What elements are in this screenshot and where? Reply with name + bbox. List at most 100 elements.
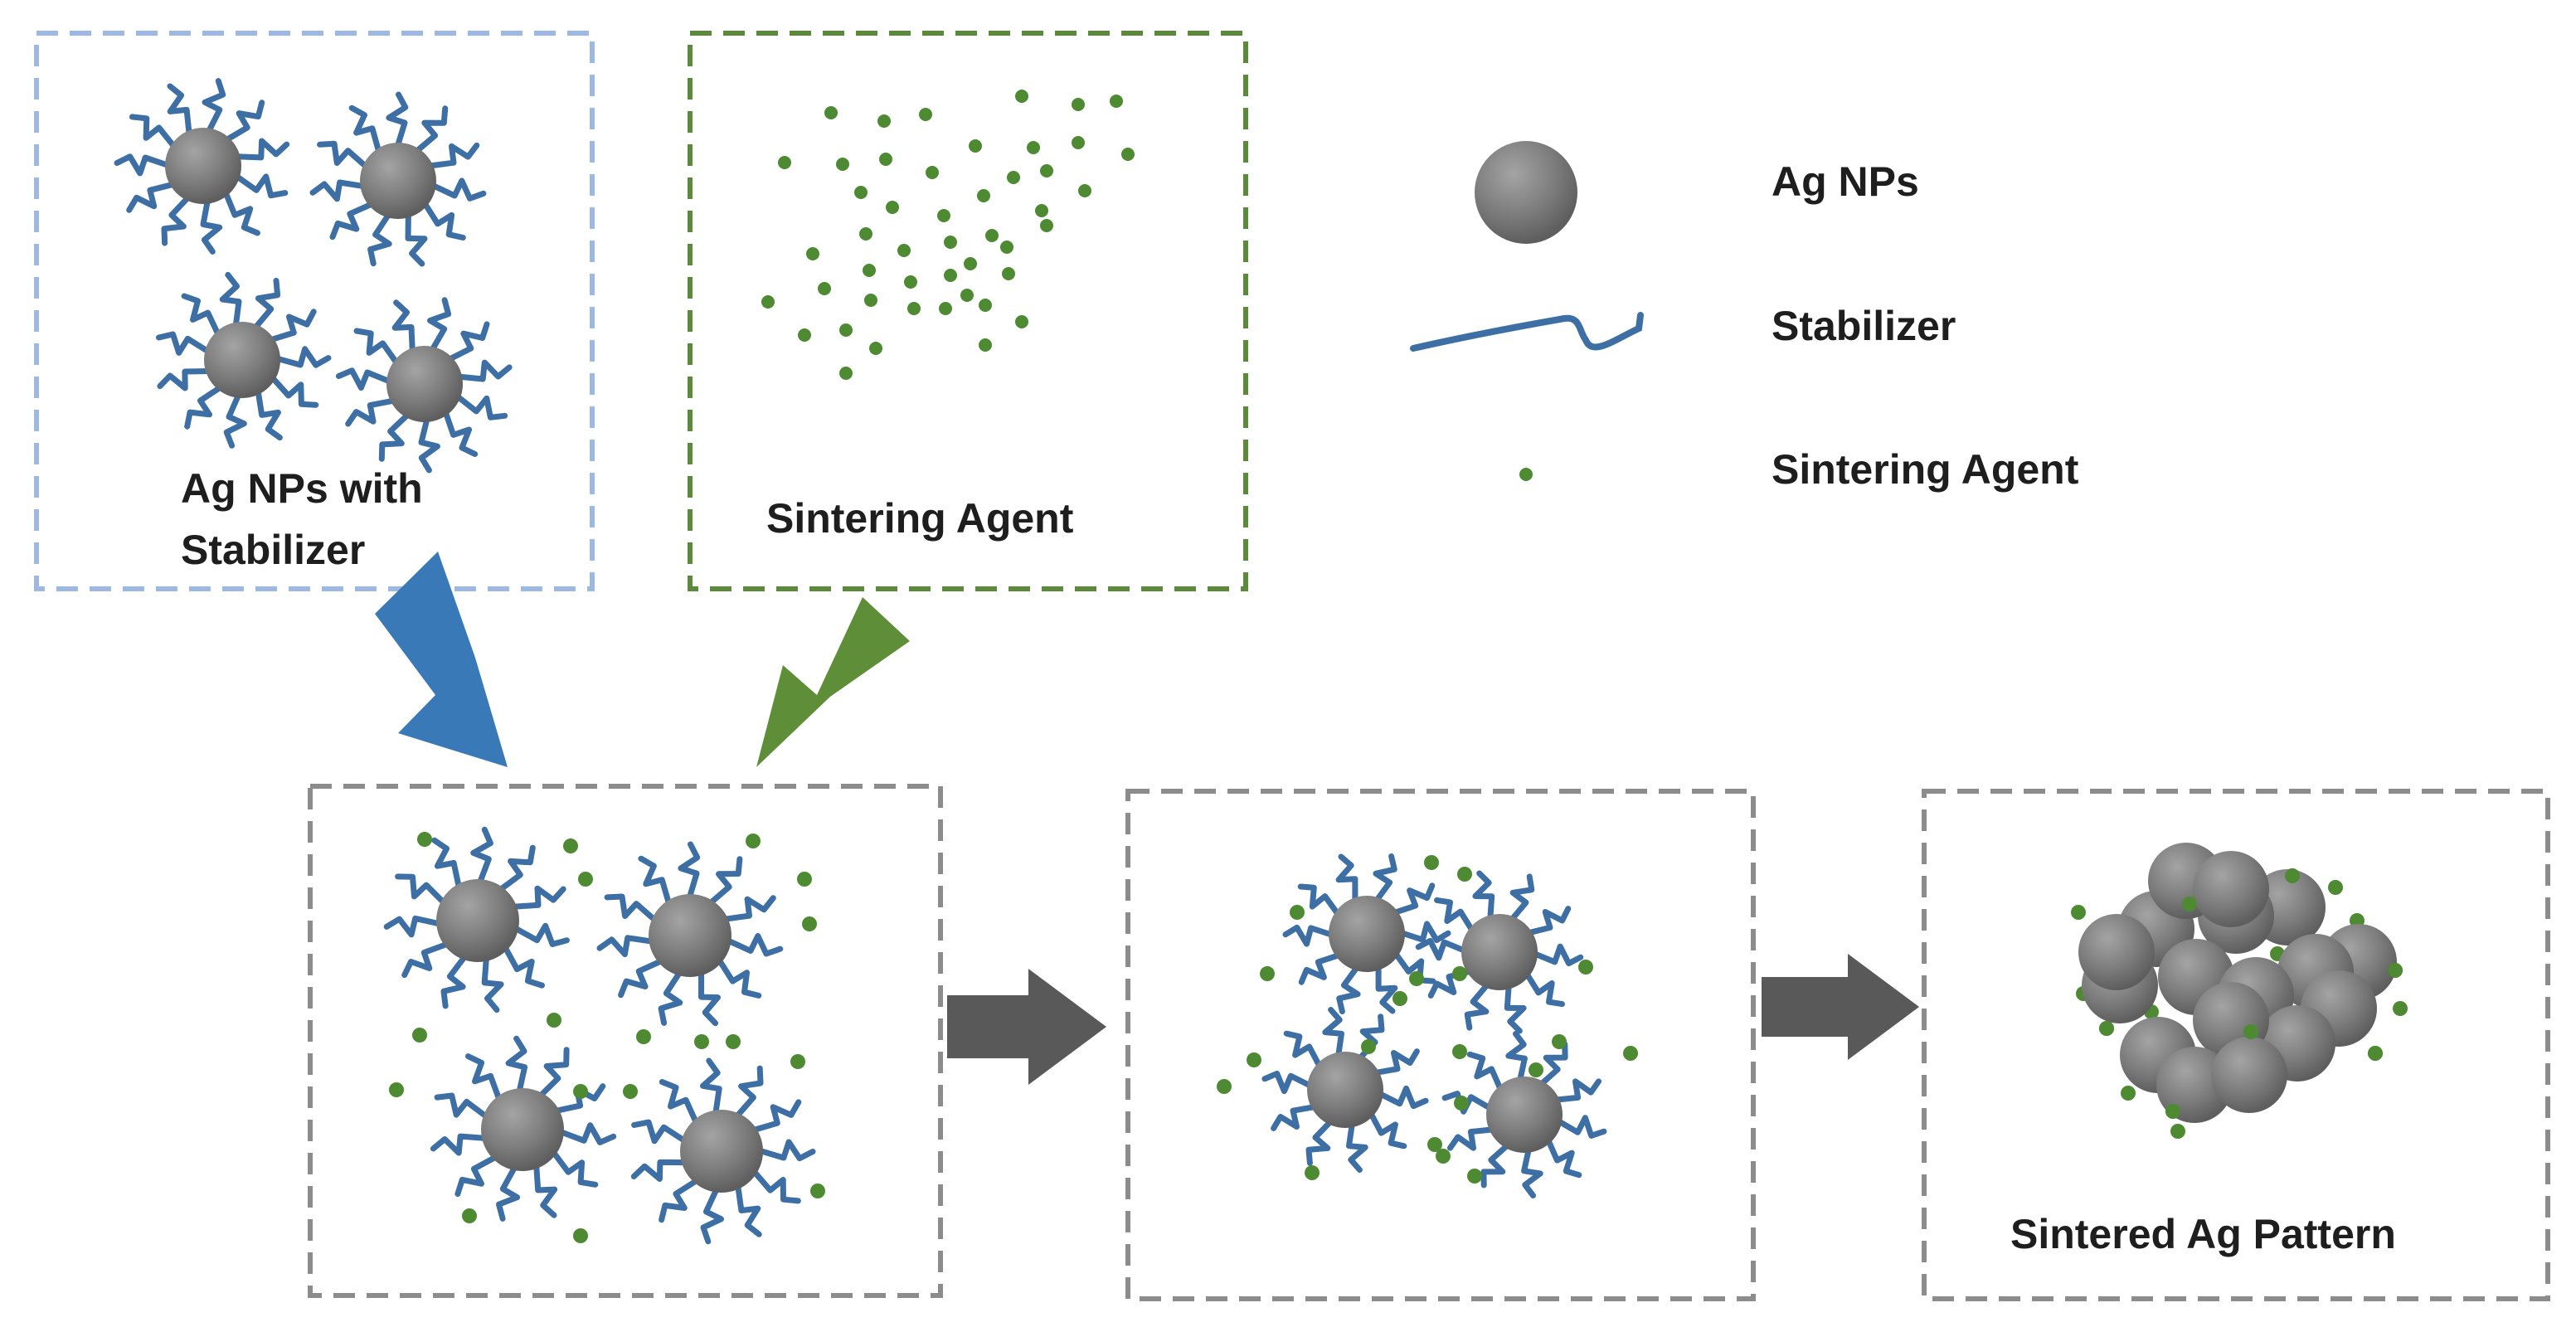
- sintering-agent-dot: [417, 832, 432, 847]
- sintering-agent-dot: [547, 1013, 561, 1028]
- stabilizer-ligand: [1434, 897, 1475, 934]
- stabilizer-ligand: [223, 100, 265, 143]
- ag-np: [386, 346, 463, 422]
- stabilizer-ligand: [1525, 906, 1572, 936]
- sintering-agent-dot: [2121, 1086, 2136, 1101]
- stabilizer-ligand: [1504, 983, 1527, 1034]
- ag-np: [1307, 1052, 1383, 1128]
- sintering-agent-dot: [879, 153, 892, 166]
- stabilizer-ligand: [114, 153, 172, 177]
- sintering-agent-dot: [869, 342, 882, 355]
- stabilizer-ligand: [202, 78, 226, 134]
- sintering-agent-dot: [746, 834, 761, 848]
- sintering-agent-dot: [904, 275, 917, 289]
- stabilized-ag-np: [630, 1057, 816, 1245]
- sintering-agent-dot: [1467, 1169, 1482, 1184]
- sintering-agent-dot: [926, 166, 939, 179]
- sintering-agent-dot: [1260, 966, 1275, 981]
- stabilizer-ligand: [219, 271, 242, 329]
- stabilizer-ligand: [1524, 970, 1565, 1008]
- sintering-agent-dot: [1623, 1046, 1638, 1061]
- sintering-agent-dot: [1002, 267, 1015, 280]
- sintered-cluster-group: [2071, 843, 2408, 1139]
- label-sintered-ag-pattern: Sintered Ag Pattern: [2010, 1211, 2396, 1257]
- sintering-agent-dot: [1409, 971, 1424, 986]
- ag-np: [481, 1088, 564, 1171]
- ag-nps-with-stabilizer-group: [114, 78, 513, 474]
- stabilizer-ligand: [1335, 853, 1358, 904]
- legend-label-stabilizer: Stabilizer: [1772, 303, 1956, 349]
- stabilizer-ligand: [1447, 1126, 1496, 1151]
- box-intermediate: [1125, 789, 1756, 1301]
- stabilizer-ligand: [430, 177, 487, 202]
- stabilizer-ligand: [427, 297, 452, 353]
- sintering-agent-dot: [960, 289, 974, 302]
- sintering-agent-dot: [1078, 184, 1091, 197]
- sintering-agent-dot: [1454, 1096, 1469, 1111]
- sintering-agent-dot: [2388, 963, 2403, 978]
- stabilizer-ligand: [707, 856, 743, 907]
- ag-np: [649, 894, 731, 977]
- stabilizer-ligand: [1271, 1104, 1318, 1131]
- stabilizer-ligand: [1282, 924, 1335, 947]
- sintering-agent-dot: [1427, 1137, 1442, 1152]
- sintering-agent-dot: [836, 158, 849, 171]
- sintering-agent-dot: [798, 328, 811, 342]
- stabilizer-ligand: [378, 411, 411, 462]
- sintering-agent-dot: [1121, 148, 1135, 161]
- box-mixture: [308, 784, 943, 1298]
- sintering-agent-dot: [2099, 1021, 2114, 1036]
- sintering-agent-dot: [863, 264, 876, 277]
- sintering-agent-dot: [964, 257, 977, 270]
- sintering-agent-dot: [1529, 1062, 1543, 1077]
- stabilizer-ligand: [618, 958, 665, 999]
- ag-np: [360, 143, 436, 219]
- stabilizer-ligand: [129, 114, 177, 150]
- sintering-agent-dot: [1040, 219, 1053, 232]
- ag-np: [436, 879, 519, 962]
- stabilizer-ligand: [181, 293, 221, 338]
- sintering-agent-dot: [1027, 141, 1040, 154]
- sintering-agent-dot: [979, 338, 992, 352]
- stabilizer-ligand: [167, 83, 192, 137]
- stabilizer-ligand: [1472, 870, 1495, 921]
- stabilizer-ligand: [391, 299, 416, 355]
- stabilizer-ligand: [454, 393, 508, 420]
- stabilizer-ligand: [383, 915, 443, 938]
- stabilizer-ligand: [1531, 943, 1584, 967]
- stabilizer-ligand: [1441, 1091, 1494, 1115]
- sintering-agent-dot: [944, 236, 957, 249]
- stabilizer-ligand: [1392, 950, 1436, 984]
- sintering-agent-dot: [412, 1028, 427, 1043]
- stabilizer-ligand: [252, 277, 281, 331]
- stabilizer-ligand: [1398, 921, 1451, 944]
- stabilizer-ligand: [638, 855, 673, 907]
- sintering-agent-dot: [979, 299, 992, 312]
- label-ag-nps-with-stabilizer-line2: Stabilizer: [181, 527, 365, 573]
- stabilizer-ligand: [446, 321, 490, 362]
- sintering-agent-dot: [726, 1034, 741, 1049]
- stabilizer-ligand: [659, 1079, 699, 1126]
- sintering-agent-dot: [818, 282, 831, 295]
- stabilizer-ligand: [222, 189, 260, 236]
- stabilizer-ligand: [630, 1159, 688, 1182]
- sintering-agent-dot: [2328, 880, 2343, 895]
- ag-np: [2193, 851, 2269, 927]
- sintering-agent-dot: [839, 323, 853, 337]
- sintering-agent-dot: [2170, 1124, 2185, 1139]
- stabilizer-ligand: [1377, 1085, 1429, 1110]
- stabilizer-ligand: [255, 387, 283, 441]
- stabilized-ag-np: [335, 297, 513, 474]
- stabilized-ag-np: [1261, 1007, 1429, 1173]
- sintering-agent-dot: [573, 1084, 588, 1099]
- sintering-agent-dot: [1015, 90, 1028, 103]
- stabilizer-ligand: [698, 969, 721, 1027]
- stabilizer-ligand: [367, 211, 392, 267]
- sintering-agent-dot: [1015, 315, 1028, 328]
- stabilizer-ligand: [1545, 1137, 1582, 1179]
- stabilizer-ligand: [497, 844, 536, 893]
- stabilizer-ligand: [678, 841, 701, 901]
- stabilizer-ligand: [395, 873, 447, 906]
- sintering-agent-dot: [1072, 136, 1085, 149]
